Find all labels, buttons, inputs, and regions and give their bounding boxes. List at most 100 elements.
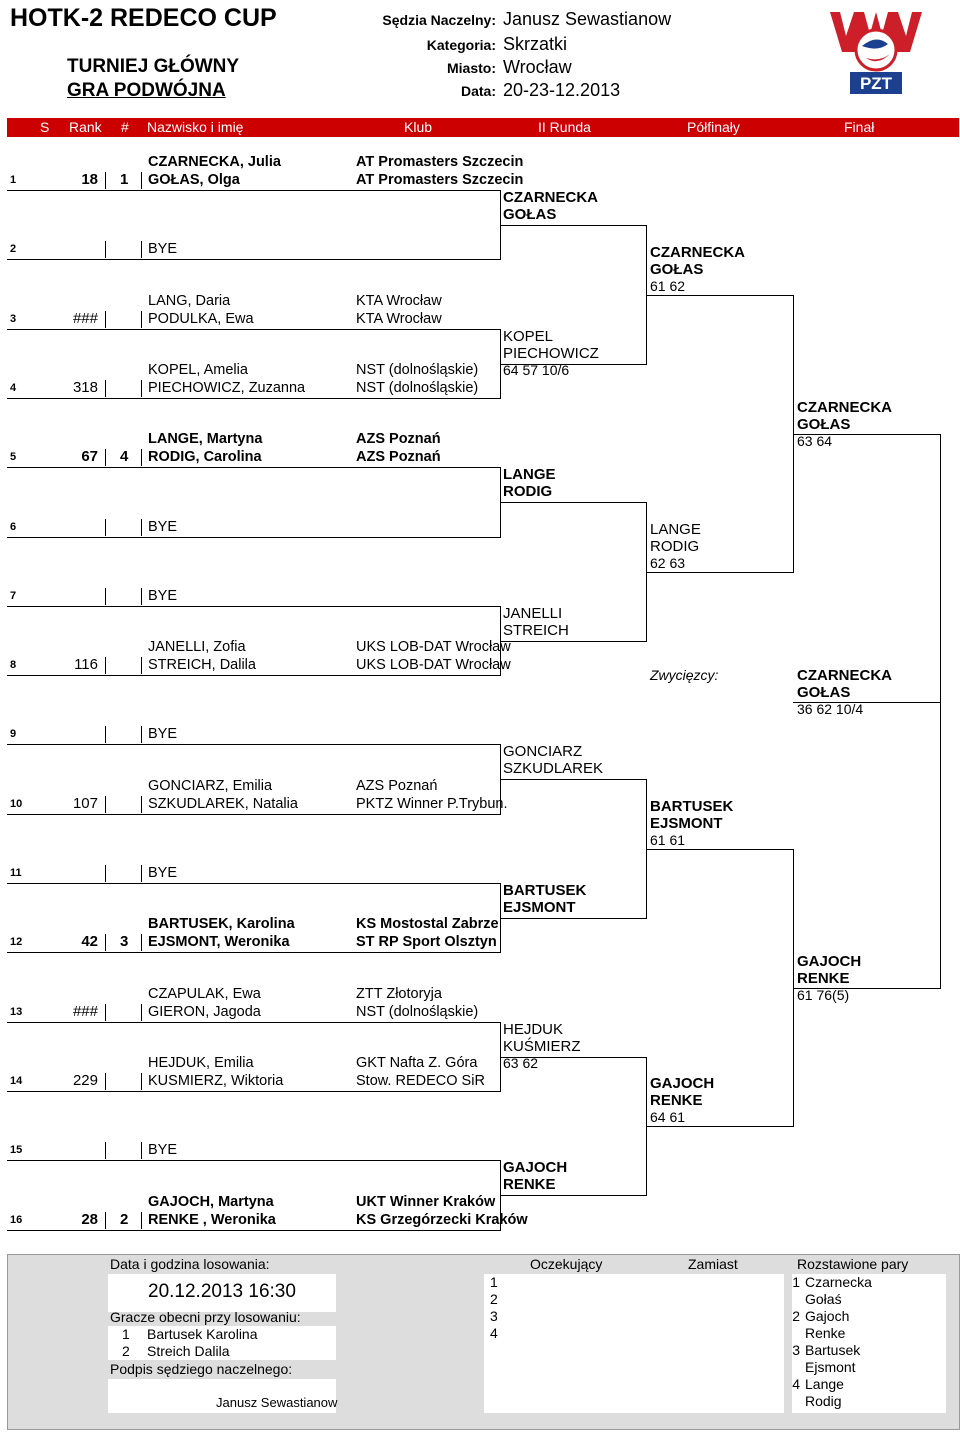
rank-divider xyxy=(105,1004,106,1021)
club-name: AT Promasters Szczecin xyxy=(356,154,524,170)
seeded-name: Ejsmont xyxy=(805,1359,856,1375)
city-label: Miasto: xyxy=(447,60,496,76)
entry-baseline xyxy=(7,744,501,745)
name-divider xyxy=(141,796,142,813)
pzt-logo-icon: PZT xyxy=(826,6,926,98)
col-final: Finał xyxy=(844,119,875,135)
col-s: S xyxy=(40,119,50,135)
rank-divider xyxy=(105,726,106,743)
entry-baseline xyxy=(7,675,501,676)
club-name: KS Mostostal Zabrze xyxy=(356,916,499,932)
rank-divider xyxy=(105,380,106,397)
player-name: LANGE, Martyna xyxy=(148,431,263,447)
category-value: Skrzatki xyxy=(503,34,568,54)
slot-number: 4 xyxy=(10,382,17,394)
name-divider xyxy=(141,1142,142,1159)
r2-team: RENKE xyxy=(503,1176,556,1193)
referee-value: Janusz Sewastianow xyxy=(503,9,672,29)
qf-score: 61 62 xyxy=(650,278,686,294)
signature-label: Podpis sędziego naczelnego: xyxy=(110,1361,293,1377)
name-divider xyxy=(141,241,142,258)
entry-baseline xyxy=(7,537,501,538)
r2-baseline xyxy=(500,364,647,365)
rank-divider xyxy=(105,1073,106,1090)
rank-value: 28 xyxy=(81,1211,98,1228)
player-name: EJSMONT, Weronika xyxy=(148,934,290,950)
city-value: Wrocław xyxy=(503,57,572,77)
slot-number: 7 xyxy=(10,590,17,602)
column-header-bar: S Rank # Nazwisko i imię Klub II Runda P… xyxy=(7,118,959,137)
slot-number: 14 xyxy=(10,1075,23,1087)
club-name: AZS Poznań xyxy=(356,431,441,447)
slot-number: 5 xyxy=(10,451,17,463)
name-divider xyxy=(141,519,142,536)
name-divider xyxy=(141,172,142,189)
club-name: NST (dolnośląskie) xyxy=(356,380,479,396)
r2-team: CZARNECKA xyxy=(503,189,598,206)
sf-team: CZARNECKA xyxy=(797,399,892,416)
slot-number: 8 xyxy=(10,659,17,671)
present-box: 1 Bartusek Karolina 2 Streich Dalila xyxy=(108,1326,336,1360)
entry-baseline xyxy=(7,1022,501,1023)
r2-baseline xyxy=(500,1057,647,1058)
date-label: Data: xyxy=(460,83,496,99)
name-divider xyxy=(141,380,142,397)
r2-team: STREICH xyxy=(503,622,569,639)
present-num: 1 xyxy=(122,1326,130,1342)
entry-baseline xyxy=(7,259,501,260)
sf-team: GOŁAS xyxy=(797,416,851,433)
player-name: CZARNECKA, Julia xyxy=(148,154,281,170)
player-name: GAJOCH, Martyna xyxy=(148,1194,274,1210)
qf-team: RODIG xyxy=(650,538,700,555)
waiting-num: 1 xyxy=(490,1274,498,1290)
tournament-title: HOTK-2 REDECO CUP xyxy=(10,4,277,32)
player-name: LANG, Daria xyxy=(148,293,231,309)
slot-number: 13 xyxy=(10,1006,23,1018)
club-name: KS Grzegórzecki Kraków xyxy=(356,1212,528,1228)
entry-baseline xyxy=(7,952,501,953)
entry-baseline xyxy=(7,1160,501,1161)
qf-baseline xyxy=(646,849,794,850)
winner-team: CZARNECKA xyxy=(797,667,892,684)
rank-divider xyxy=(105,1142,106,1159)
name-divider xyxy=(141,657,142,674)
col-semis: Półfinały xyxy=(687,119,740,135)
slot-number: 10 xyxy=(10,798,23,810)
seeded-number: 3 xyxy=(792,1342,800,1358)
seeded-name: Renke xyxy=(805,1325,846,1341)
winner-label: Zwycięzcy: xyxy=(650,667,719,683)
player-name: STREICH, Dalila xyxy=(148,657,256,673)
r2-baseline xyxy=(500,1195,647,1196)
entry-baseline xyxy=(7,329,501,330)
seeded-number: 1 xyxy=(792,1274,800,1290)
r2-baseline xyxy=(500,225,647,226)
r2-team: RODIG xyxy=(503,483,553,500)
seeded-label: Rozstawione pary xyxy=(797,1256,909,1272)
seeded-number: 2 xyxy=(792,1308,800,1324)
player-name: BYE xyxy=(148,519,178,535)
sf-baseline xyxy=(793,988,941,989)
rank-divider xyxy=(105,657,106,674)
r2-score: 64 57 10/6 xyxy=(503,362,570,378)
rank-divider xyxy=(105,519,106,536)
signature-box: Janusz Sewastianow xyxy=(108,1379,337,1413)
rank-value: 229 xyxy=(72,1072,98,1089)
sf-score: 63 64 xyxy=(797,433,833,449)
club-name: NST (dolnośląskie) xyxy=(356,1004,479,1020)
r2-baseline xyxy=(500,779,647,780)
winner-baseline xyxy=(793,702,941,703)
winner-score: 36 62 10/4 xyxy=(797,701,864,717)
draw-datetime: 20.12.2013 16:30 xyxy=(148,1281,296,1302)
col-rank: Rank xyxy=(69,119,102,135)
rank-divider xyxy=(105,588,106,605)
draw-datetime-box: 20.12.2013 16:30 xyxy=(108,1274,336,1312)
slot-number: 12 xyxy=(10,936,23,948)
name-divider xyxy=(141,1073,142,1090)
rank-value: 42 xyxy=(81,933,98,950)
slot-number: 6 xyxy=(10,521,17,533)
draw-datetime-label: Data i godzina losowania: xyxy=(110,1256,270,1272)
player-name: BARTUSEK, Karolina xyxy=(148,916,295,932)
qf-team: EJSMONT xyxy=(650,815,723,832)
draw-footer: Data i godzina losowania: 20.12.2013 16:… xyxy=(7,1254,960,1430)
